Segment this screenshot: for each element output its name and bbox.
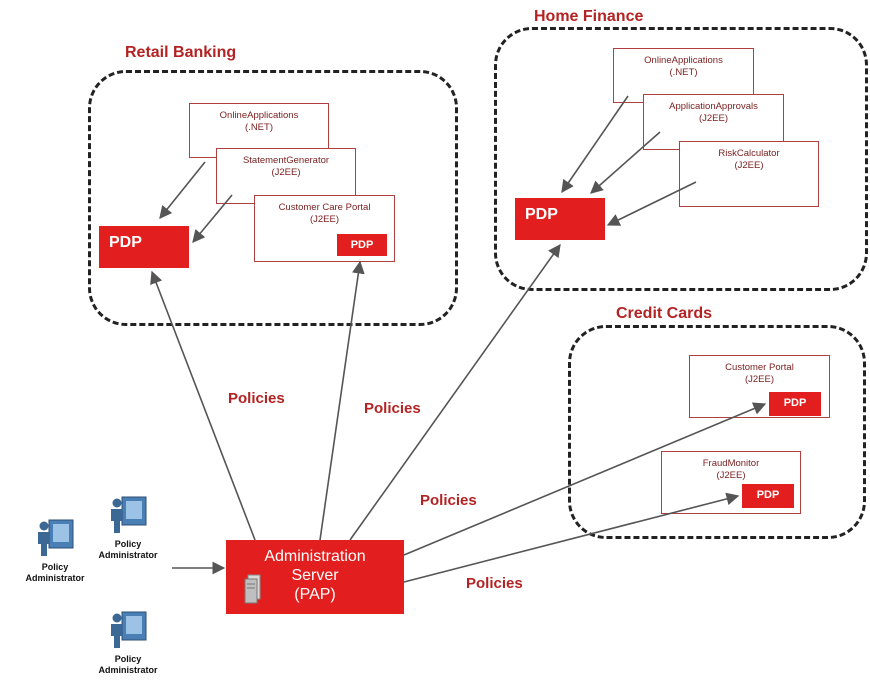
app-platform: (J2EE): [716, 470, 746, 481]
policies-label-home: Policies: [364, 400, 421, 417]
retail-banking-title: Retail Banking: [125, 44, 237, 61]
home-risk-calculator-box: RiskCalculator (J2EE): [679, 141, 819, 207]
arrow-pap-to-fraud-pdp: [403, 492, 740, 583]
server-icon: [244, 574, 261, 604]
home-finance-title: Home Finance: [534, 8, 644, 25]
app-platform: (J2EE): [698, 113, 729, 124]
app-name: OnlineApplications: [219, 110, 299, 121]
policies-label-retail: Policies: [228, 390, 285, 407]
admin-line2: Administrator: [98, 665, 158, 675]
retail-statement-generator-box: StatementGenerator (J2EE): [216, 148, 356, 204]
app-platform: (.NET): [245, 122, 273, 133]
arrow-retail-statement-to-pdp: [192, 194, 233, 243]
app-name: StatementGenerator: [242, 155, 330, 166]
retail-banking-zone: [88, 70, 458, 326]
app-platform: (J2EE): [744, 374, 775, 385]
pap-line2: Server: [291, 567, 339, 584]
app-platform: (J2EE): [734, 160, 764, 171]
pap-line1: Administration: [264, 548, 366, 565]
credit-cards-zone: [568, 325, 866, 539]
admin-line1: Policy: [114, 539, 142, 549]
arrow-home-risk-to-pdp: [606, 181, 697, 226]
arrow-pap-to-retail-pdp: [150, 270, 256, 541]
admin-line2: Administrator: [25, 573, 85, 583]
arrow-home-online-to-pdp: [561, 95, 629, 194]
policy-administrator-top: Policy Administrator: [83, 495, 173, 561]
app-platform: (.NET): [669, 67, 698, 78]
admin-line2: Administrator: [98, 550, 158, 560]
customer-portal-pdp: PDP: [769, 392, 821, 416]
pap-line3: (PAP): [294, 586, 336, 603]
arrow-home-approvals-to-pdp: [590, 131, 661, 194]
administrator-icon: [111, 496, 147, 533]
policy-administrator-left: Policy Administrator: [10, 518, 100, 584]
retail-banking-pdp: PDP: [99, 226, 189, 268]
app-name: Customer Portal: [725, 362, 794, 373]
arrow-pap-to-home-pdp: [349, 243, 561, 541]
arrow-pap-to-customer-care-pdp: [319, 260, 365, 541]
policy-administrator-bottom: Policy Administrator: [83, 610, 173, 676]
admin-line1: Policy: [114, 654, 142, 664]
home-finance-pdp: PDP: [515, 198, 605, 240]
policies-label-credit-fraud: Policies: [466, 575, 523, 592]
app-platform: (J2EE): [271, 167, 301, 178]
admin-line1: Policy: [41, 562, 69, 572]
app-name: OnlineApplications: [644, 55, 723, 66]
app-platform: (J2EE): [309, 214, 340, 225]
customer-care-pdp: PDP: [337, 234, 387, 256]
administrator-icon: [111, 611, 147, 648]
app-name: RiskCalculator: [718, 148, 780, 159]
home-online-applications-box: OnlineApplications (.NET): [613, 48, 754, 103]
home-finance-zone: [494, 27, 868, 291]
app-name: FraudMonitor: [702, 458, 760, 469]
administrator-icon: [38, 519, 74, 556]
app-name: Customer Care Portal: [278, 202, 371, 213]
app-name: ApplicationApprovals: [669, 101, 758, 112]
policies-label-credit-portal: Policies: [420, 492, 477, 509]
arrow-pap-to-customer-portal-pdp: [403, 402, 767, 556]
fraud-monitor-pdp: PDP: [742, 484, 794, 508]
credit-cards-title: Credit Cards: [616, 305, 713, 322]
arrow-retail-online-to-pdp: [159, 161, 206, 219]
